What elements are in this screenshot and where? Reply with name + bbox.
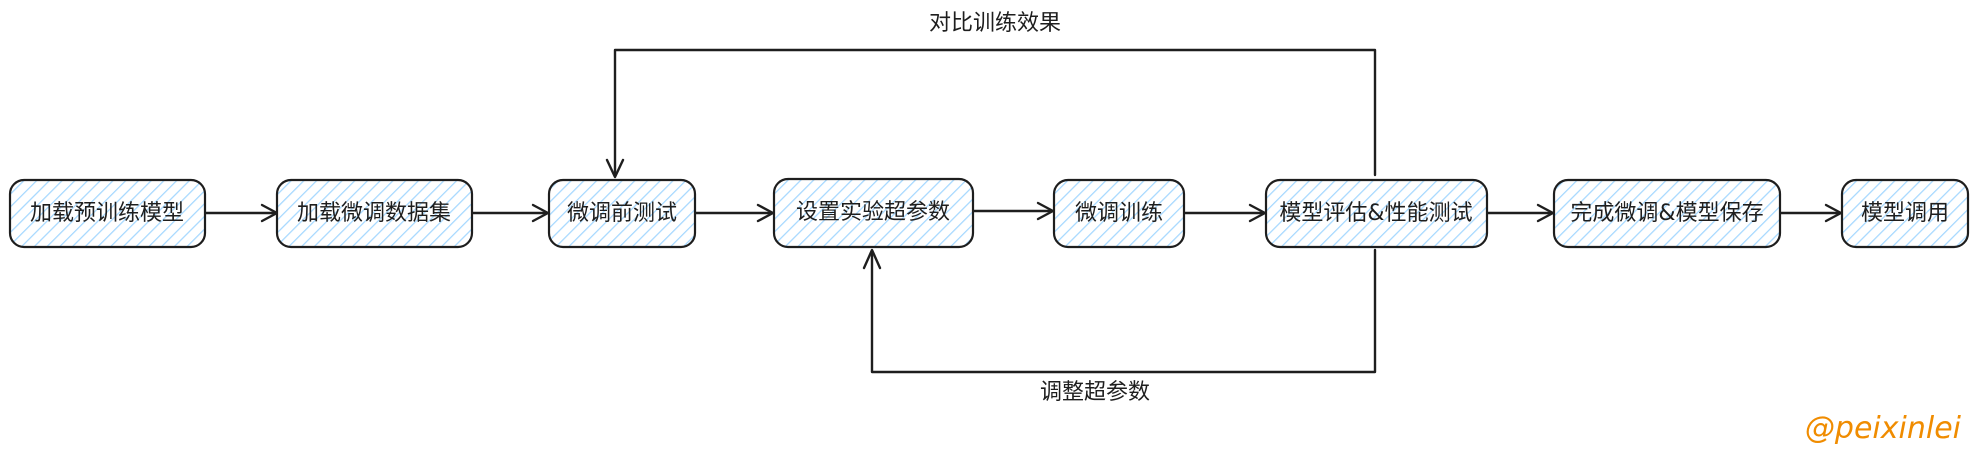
node-set-hyperparameters: 设置实验超参数	[772, 177, 975, 249]
node-load-pretrained-model: 加载预训练模型	[8, 178, 207, 249]
feedback-arrowhead-tune	[862, 248, 882, 270]
feedback-label-tune: 调整超参数	[1040, 380, 1150, 405]
forward-edge-6	[1485, 203, 1555, 223]
forward-edge-1	[203, 203, 279, 223]
node-label: 设置实验超参数	[796, 200, 950, 225]
forward-edge-7	[1778, 203, 1843, 223]
feedback-edge-tune	[870, 248, 1377, 374]
author-watermark: @peixinlei	[1804, 411, 1961, 446]
node-model-evaluation: 模型评估&性能测试	[1264, 178, 1489, 249]
feedback-label-compare: 对比训练效果	[929, 11, 1061, 36]
node-label: 完成微调&模型保存	[1570, 201, 1763, 226]
node-pre-finetune-test: 微调前测试	[547, 178, 697, 249]
node-label: 模型评估&性能测试	[1279, 201, 1472, 226]
node-label: 加载预训练模型	[30, 201, 184, 226]
node-label: 微调前测试	[567, 201, 677, 226]
node-label: 微调训练	[1075, 201, 1163, 226]
feedback-arrowhead-compare	[605, 158, 625, 179]
node-label: 模型调用	[1861, 201, 1949, 226]
node-finish-and-save: 完成微调&模型保存	[1552, 178, 1782, 249]
forward-edge-4	[971, 201, 1055, 221]
node-load-finetune-dataset: 加载微调数据集	[275, 178, 474, 249]
node-label: 加载微调数据集	[297, 201, 451, 226]
forward-edge-5	[1182, 203, 1267, 223]
forward-edge-3	[693, 203, 775, 223]
node-model-invocation: 模型调用	[1840, 178, 1970, 249]
feedback-edge-compare	[613, 48, 1377, 177]
node-finetune-training: 微调训练	[1052, 178, 1186, 249]
forward-edge-2	[470, 203, 550, 223]
